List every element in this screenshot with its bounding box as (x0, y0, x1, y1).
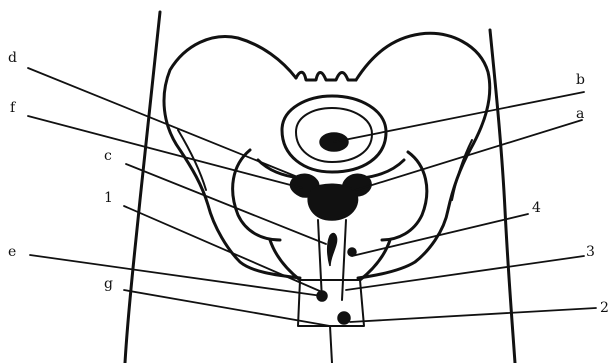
label-a: a (576, 106, 584, 122)
leader-b (334, 92, 584, 142)
label-1: 1 (104, 190, 113, 206)
label-4: 4 (532, 200, 541, 216)
leader-d (28, 68, 300, 178)
pelvic-bone (164, 33, 490, 280)
prostate (308, 184, 357, 220)
leader-f (28, 116, 302, 188)
label-c: c (104, 148, 112, 164)
leader-2 (350, 308, 596, 322)
label-2: 2 (600, 300, 609, 316)
leader-1 (124, 206, 322, 292)
leader-4 (352, 214, 528, 256)
label-d: d (8, 50, 17, 66)
label-f: f (10, 100, 17, 116)
label-3: 3 (586, 244, 595, 260)
label-b: b (576, 72, 585, 88)
label-e: e (8, 244, 16, 260)
label-g: g (104, 276, 113, 292)
urethra (317, 220, 356, 324)
